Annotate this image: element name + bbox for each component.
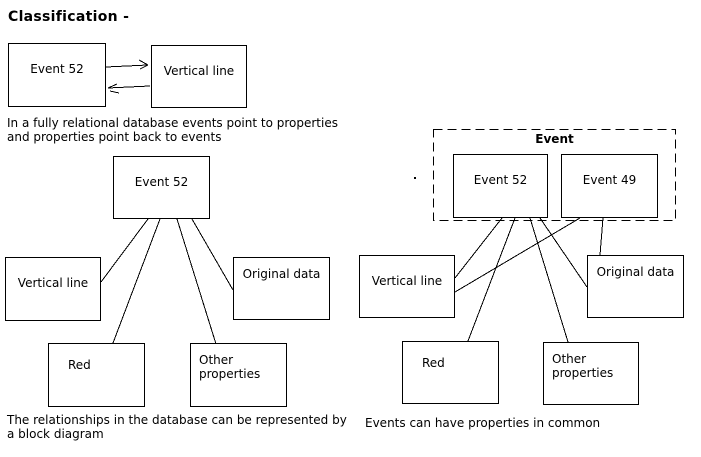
edge-block-event52-red <box>112 218 161 344</box>
edge-common-event52-original-data <box>539 217 588 288</box>
edge-block-event52-original-data <box>191 218 234 291</box>
intro-vertical-line-box: Vertical line <box>151 45 247 108</box>
block-event52-box: Event 52 <box>113 156 210 219</box>
common-vertical-line-box: Vertical line <box>359 255 455 318</box>
edge-block-event52-vertical-line <box>100 218 149 283</box>
edge-common-event52-red <box>467 217 516 342</box>
block-event52-label: Event 52 <box>134 174 189 189</box>
event-group-label: Event <box>535 132 574 146</box>
page-title: Classification - <box>8 9 130 25</box>
event-group-outline <box>433 129 676 221</box>
block-vertical-line-box: Vertical line <box>5 257 101 321</box>
edge-common-event52-other-properties <box>529 217 569 343</box>
intro-vertical-line-label: Vertical line <box>163 63 235 78</box>
block-original-data-label: Original data <box>242 267 321 281</box>
common-red-box: Red <box>402 341 499 404</box>
stray-dot <box>414 177 416 179</box>
common-other-properties-box: Other properties <box>543 342 639 405</box>
intro-event52-box: Event 52 <box>8 43 106 107</box>
arrow-event-to-property <box>105 59 149 70</box>
edge-block-event52-other-properties <box>176 218 217 345</box>
edge-common-event52-vertical-line <box>454 217 503 279</box>
common-event49-box: Event 49 <box>561 154 658 218</box>
block-other-properties-box: Other properties <box>190 343 287 407</box>
intro-caption: In a fully relational database events po… <box>7 116 338 144</box>
common-red-label: Red <box>422 356 445 370</box>
intro-caption-line1: In a fully relational database events po… <box>7 116 338 130</box>
block-vertical-line-label: Vertical line <box>17 276 89 290</box>
block-other-properties-label: Other properties <box>199 353 261 381</box>
block-caption-line1: The relationships in the database can be… <box>7 413 347 427</box>
block-caption-line2: a block diagram <box>7 427 104 441</box>
block-red-label: Red <box>68 358 91 372</box>
intro-caption-line2: and properties point back to events <box>7 130 222 144</box>
common-event52-label: Event 52 <box>473 173 528 187</box>
common-event52-box: Event 52 <box>453 154 548 218</box>
block-caption: The relationships in the database can be… <box>7 413 347 441</box>
common-original-data-label: Original data <box>596 265 675 279</box>
intro-event52-label: Event 52 <box>30 62 84 76</box>
block-original-data-box: Original data <box>233 257 330 320</box>
common-caption: Events can have properties in common <box>365 416 601 430</box>
common-event49-label: Event 49 <box>582 173 637 187</box>
block-red-box: Red <box>48 343 145 407</box>
edge-common-event49-original-data <box>599 217 604 256</box>
common-other-properties-label: Other properties <box>552 352 614 380</box>
common-vertical-line-label: Vertical line <box>371 273 443 288</box>
common-original-data-box: Original data <box>587 255 684 318</box>
edge-common-event49-vertical-line <box>454 217 581 293</box>
arrow-property-to-event <box>107 83 151 94</box>
